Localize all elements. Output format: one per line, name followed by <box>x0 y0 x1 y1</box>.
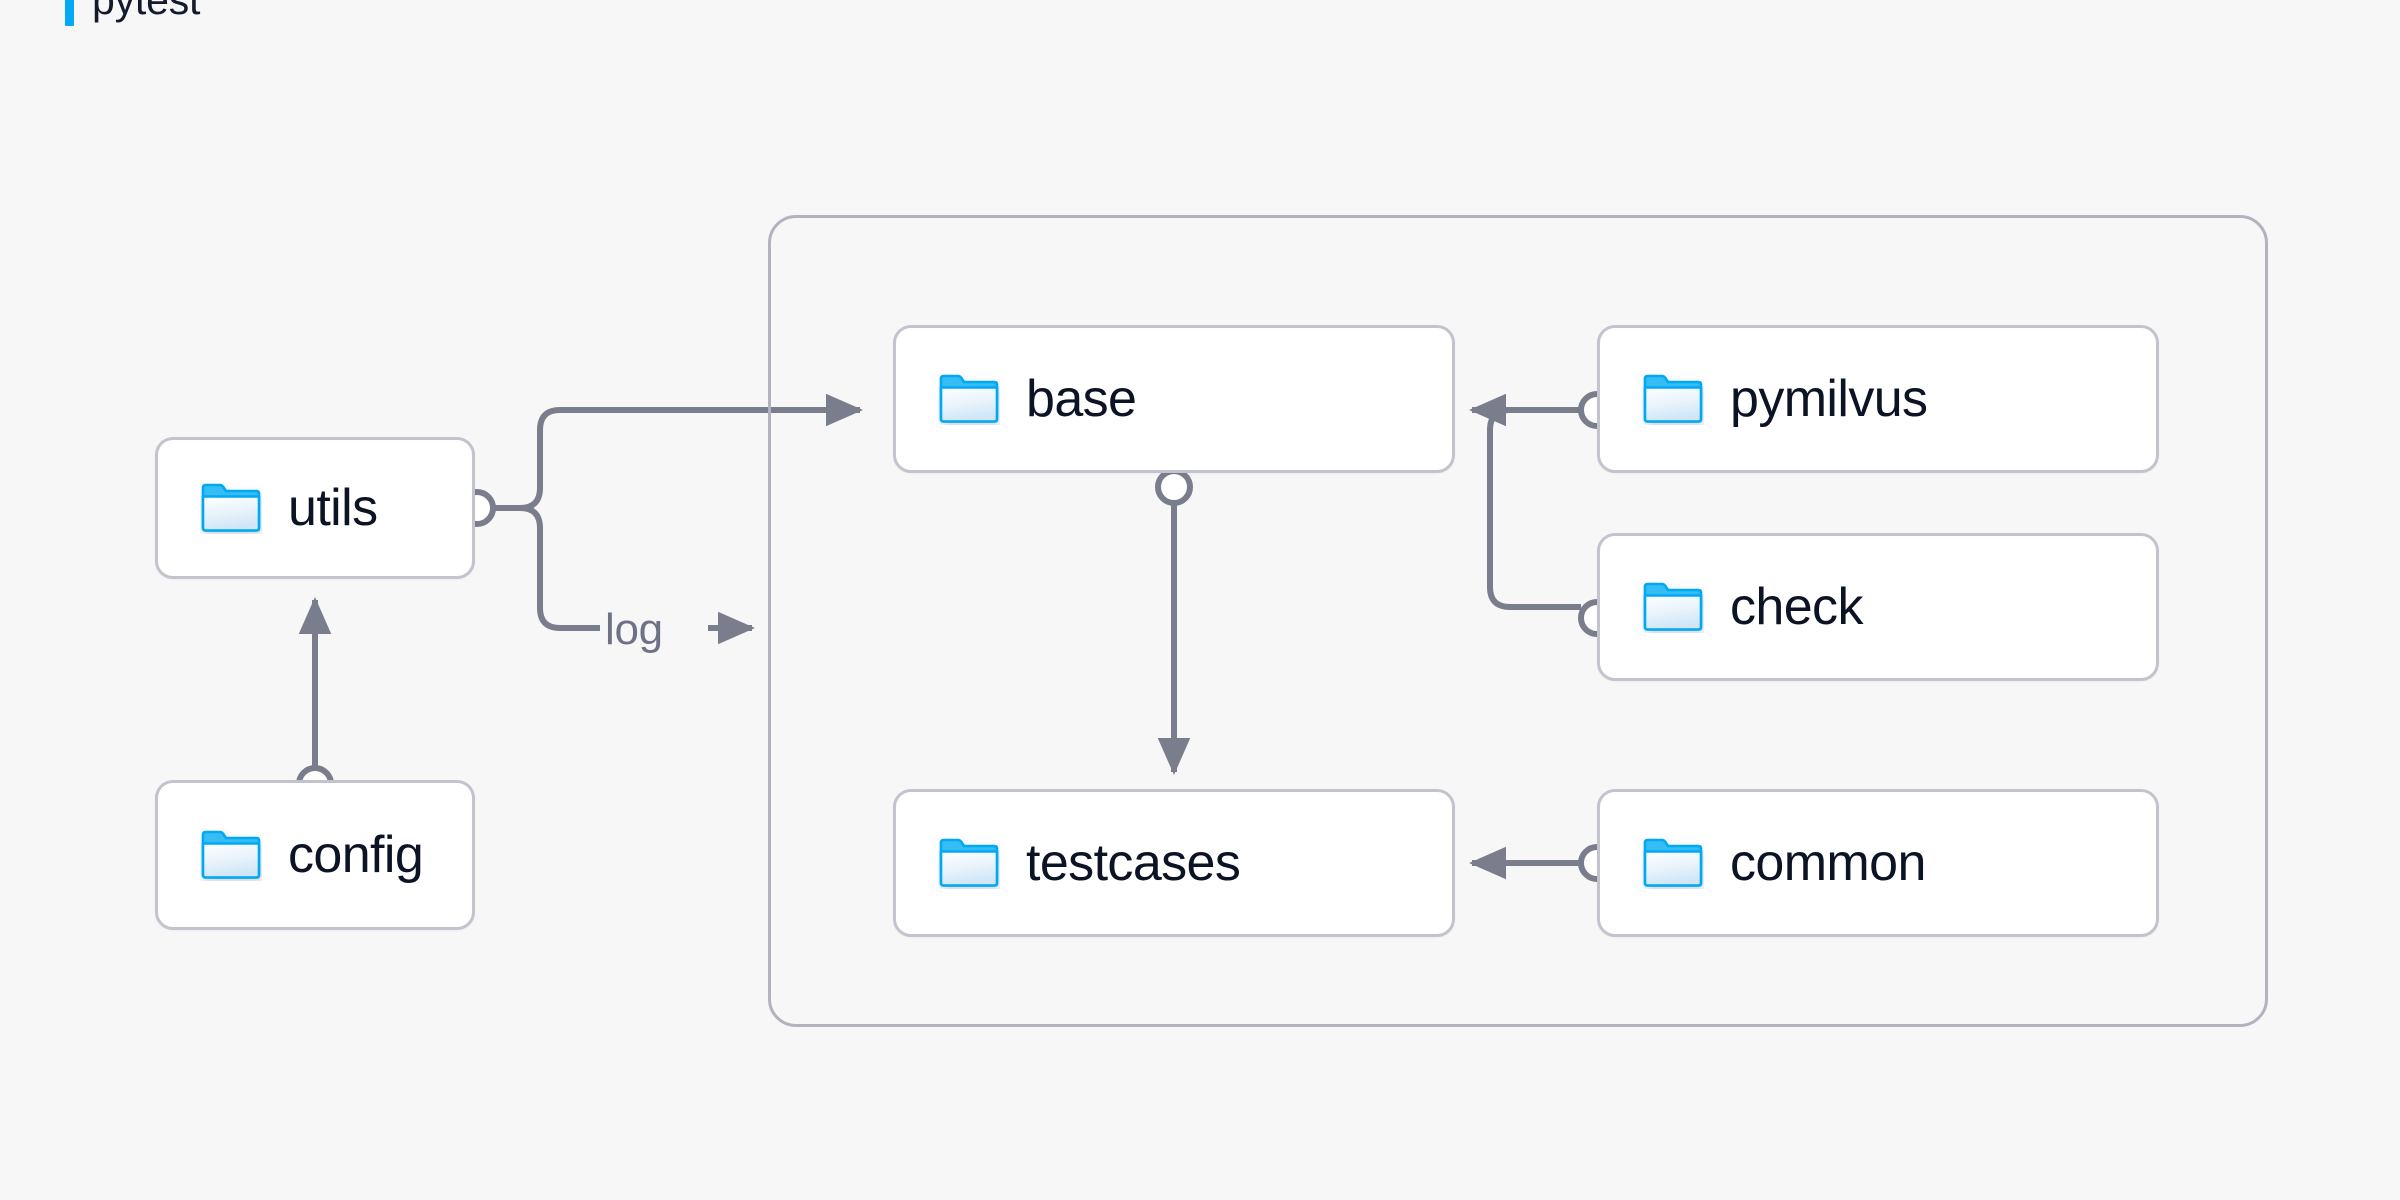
node-utils[interactable]: utils <box>155 437 475 579</box>
group-pytest[interactable] <box>768 215 2268 1027</box>
node-check-content: check <box>1600 581 1863 633</box>
group-title: pytest <box>92 0 200 24</box>
folder-icon <box>1643 374 1703 423</box>
node-check[interactable]: check <box>1597 533 2159 681</box>
folder-icon <box>939 374 999 423</box>
edge-utils-log <box>492 505 600 631</box>
node-common[interactable]: common <box>1597 789 2159 937</box>
folder-icon <box>1643 838 1703 887</box>
node-testcases-label: testcases <box>1026 834 1241 892</box>
node-base[interactable]: base <box>893 325 1455 473</box>
folder-icon <box>201 483 261 532</box>
node-common-label: common <box>1730 834 1926 892</box>
node-check-label: check <box>1730 578 1863 636</box>
node-base-content: base <box>896 370 1137 428</box>
node-pymilvus-content: pymilvus <box>1600 370 1928 428</box>
folder-icon <box>201 830 261 879</box>
node-config-label: config <box>288 826 424 884</box>
node-config[interactable]: config <box>155 780 475 930</box>
group-accent-bar <box>65 0 74 26</box>
node-common-content: common <box>1600 837 1926 889</box>
edge-label-log: log <box>605 605 663 654</box>
node-config-content: config <box>158 826 424 884</box>
node-base-label: base <box>1026 370 1137 428</box>
group-pytest-label: pytest <box>55 0 217 29</box>
node-pymilvus-label: pymilvus <box>1730 370 1928 428</box>
folder-icon <box>939 838 999 887</box>
node-testcases-content: testcases <box>896 834 1241 892</box>
node-pymilvus[interactable]: pymilvus <box>1597 325 2159 473</box>
node-testcases[interactable]: testcases <box>893 789 1455 937</box>
folder-icon <box>1643 582 1703 631</box>
node-utils-label: utils <box>288 479 378 537</box>
node-utils-content: utils <box>158 479 378 537</box>
